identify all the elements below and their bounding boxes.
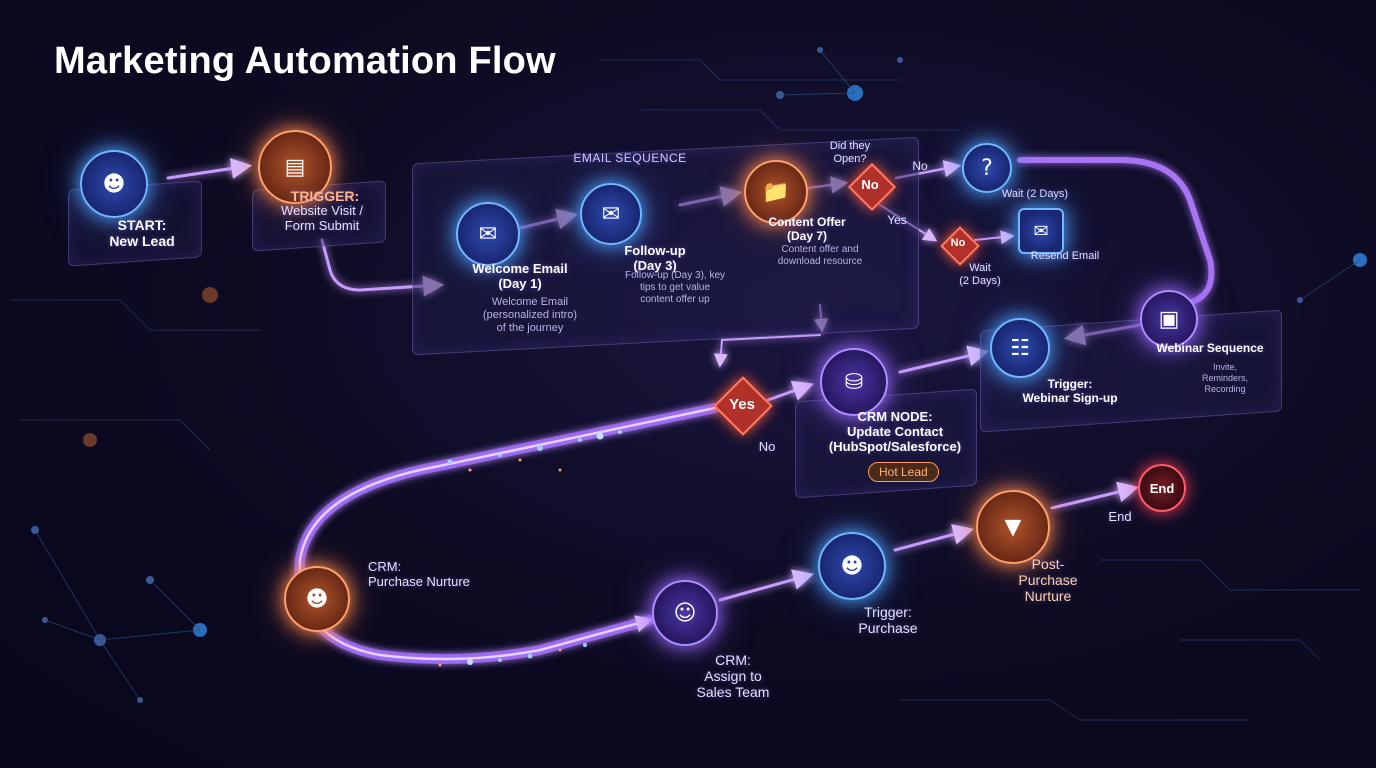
trigger-webinar-label: Trigger: Webinar Sign-up bbox=[1022, 377, 1118, 405]
crm-assign-node[interactable]: ☺ bbox=[652, 580, 718, 646]
group-icon: ☻ bbox=[840, 553, 864, 579]
start-label: START: New Lead bbox=[109, 217, 175, 250]
decision-hot-text: Yes bbox=[729, 396, 755, 413]
trigger-visit-label: Website Visit / Form Submit bbox=[281, 203, 363, 233]
decision-opened-yes: Yes bbox=[887, 213, 907, 227]
mail-icon: ✉ bbox=[478, 221, 498, 247]
resend-email-label: Resend Email bbox=[1030, 250, 1100, 262]
user-magnet-icon: ☻ bbox=[102, 171, 126, 197]
circuit-traces bbox=[10, 59, 1360, 721]
funnel-icon: ▼ bbox=[1004, 514, 1022, 540]
trigger-visit-node[interactable]: ▤ bbox=[258, 130, 332, 204]
content-offer-node[interactable]: 📁 bbox=[744, 160, 808, 224]
decision-open-question: Did they Open? bbox=[829, 140, 871, 165]
content-offer-label: Content Offer (Day 7) bbox=[768, 215, 846, 243]
follow-up-detail: Follow-up (Day 3), key tips to get value… bbox=[624, 270, 726, 305]
wait-top-label: Wait (2 Days) bbox=[1001, 188, 1069, 200]
mail-icon: ✉ bbox=[1033, 220, 1049, 242]
crm-update-node[interactable]: ⛁ bbox=[820, 348, 888, 416]
crm-purchase-nurture-node[interactable]: ☻ bbox=[284, 566, 350, 632]
trigger-purchase-node[interactable]: ☻ bbox=[818, 532, 886, 600]
decision-hot-no: No bbox=[758, 439, 776, 454]
trigger-purchase-label: Trigger: Purchase bbox=[858, 604, 918, 637]
form-icon: ▤ bbox=[284, 154, 306, 180]
end-node[interactable]: End bbox=[1138, 464, 1186, 512]
end-caption: End bbox=[1108, 509, 1132, 524]
decision-opened-text: No bbox=[861, 177, 879, 192]
database-icon: ⛁ bbox=[844, 369, 864, 395]
screen-icon: ▣ bbox=[1158, 306, 1180, 332]
trigger-webinar-node[interactable]: ☷ bbox=[990, 318, 1050, 378]
page-title: Marketing Automation Flow bbox=[54, 40, 556, 82]
webinar-sequence-label: Webinar Sequence bbox=[1156, 341, 1264, 355]
wait-mid-label: Wait (2 Days) bbox=[959, 262, 1001, 287]
webinar-sequence-node[interactable]: ▣ bbox=[1140, 290, 1198, 348]
resend-email-node[interactable]: ✉ bbox=[1018, 208, 1064, 254]
welcome-email-label: Welcome Email (Day 1) bbox=[472, 261, 568, 291]
main-flow bbox=[166, 157, 1215, 664]
question-icon: ? bbox=[981, 155, 993, 181]
decision-opened-no: No bbox=[912, 159, 928, 173]
folder-icon: 📁 bbox=[762, 179, 790, 205]
crm-purchase-nurture-label: CRM: Purchase Nurture bbox=[368, 559, 470, 589]
flowchart-icon: ☷ bbox=[1010, 335, 1030, 361]
webinar-sequence-detail: Invite, Reminders, Recording bbox=[1201, 362, 1248, 394]
user-icon: ☻ bbox=[305, 586, 329, 612]
welcome-email-node[interactable]: ✉ bbox=[456, 202, 520, 266]
crm-update-label: CRM NODE: Update Contact (HubSpot/Salesf… bbox=[828, 409, 962, 454]
content-offer-detail: Content offer and download resource bbox=[777, 244, 863, 267]
hot-lead-badge: Hot Lead bbox=[868, 462, 939, 482]
post-purchase-label: Post- Purchase Nurture bbox=[1018, 556, 1078, 605]
post-purchase-node[interactable]: ▼ bbox=[976, 490, 1050, 564]
decision-mid-text: No bbox=[950, 237, 966, 249]
start-node[interactable]: ☻ bbox=[80, 150, 148, 218]
crm-assign-label: CRM: Assign to Sales Team bbox=[696, 652, 770, 701]
mail-icon: ✉ bbox=[601, 201, 621, 227]
wait-top-node[interactable]: ? bbox=[962, 143, 1012, 193]
team-icon: ☺ bbox=[673, 600, 697, 626]
end-node-text: End bbox=[1149, 480, 1175, 496]
trigger-visit-title: TRIGGER: bbox=[290, 188, 360, 204]
email-sequence-header: EMAIL SEQUENCE bbox=[573, 151, 687, 165]
follow-up-label: Follow-up (Day 3) bbox=[624, 243, 686, 273]
particles bbox=[438, 430, 622, 667]
welcome-email-detail: Welcome Email (personalized intro) of th… bbox=[482, 296, 578, 335]
follow-up-node[interactable]: ✉ bbox=[580, 183, 642, 245]
